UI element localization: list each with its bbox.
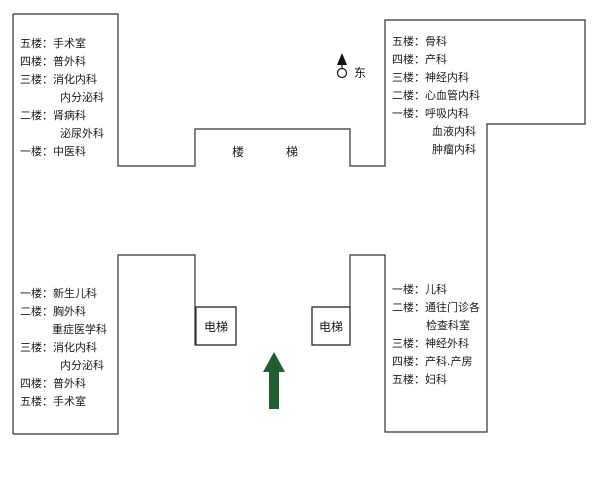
sw-floor-3: 三楼：消化内科: [20, 341, 97, 354]
elevator-left-label: 电梯: [203, 320, 228, 334]
ne-floor-1-cont-b: 肿瘤内科: [432, 143, 476, 156]
se-floor-2: 二楼：通往门诊各: [392, 301, 480, 314]
sw-floor-3-cont: 内分泌科: [60, 359, 104, 372]
compass-label: 东: [354, 66, 367, 80]
entrance-arrow-icon: [263, 352, 285, 409]
se-floor-3: 三楼：神经外科: [392, 337, 469, 350]
sw-floor-4: 四楼：普外科: [20, 377, 86, 390]
nw-floor-3: 三楼：消化内科: [20, 73, 97, 86]
nw-floor-2-cont: 泌尿外科: [60, 127, 104, 140]
elevator-left-box: [195, 306, 237, 346]
stairs-label-1: 楼: [232, 145, 245, 159]
ne-floor-1: 一楼：呼吸内科: [392, 107, 469, 120]
north-wall-outline: [13, 13, 586, 258]
se-floor-4: 四楼：产科.产房: [392, 355, 473, 368]
sw-floor-2: 二楼：胸外科: [20, 305, 86, 318]
se-floor-1: 一楼：儿科: [392, 283, 447, 296]
nw-floor-3-cont: 内分泌科: [60, 91, 104, 104]
compass-icon: [336, 53, 348, 79]
elevator-right-label: 电梯: [318, 320, 343, 334]
ne-floor-1-cont-a: 血液内科: [432, 125, 476, 138]
elevator-right-box: [311, 306, 351, 346]
nw-floor-5: 五楼：手术室: [20, 37, 86, 50]
sw-floor-2-cont: 重症医学科: [52, 323, 107, 336]
nw-floor-4: 四楼：普外科: [20, 55, 86, 68]
se-floor-2-cont: 检查科室: [426, 319, 470, 332]
ne-floor-4: 四楼：产科: [392, 53, 447, 66]
nw-floor-1: 一楼：中医科: [20, 145, 86, 158]
se-floor-5: 五楼：妇科: [392, 373, 447, 386]
ne-floor-5: 五楼：骨科: [392, 35, 447, 48]
sw-floor-1: 一楼：新生儿科: [20, 287, 97, 300]
nw-floor-2: 二楼：肾病科: [20, 109, 86, 122]
ne-floor-2: 二楼：心血管内科: [392, 89, 480, 102]
stairs-label-2: 梯: [286, 145, 299, 159]
sw-floor-5: 五楼：手术室: [20, 395, 86, 408]
ne-floor-3: 三楼：神经内科: [392, 71, 469, 84]
